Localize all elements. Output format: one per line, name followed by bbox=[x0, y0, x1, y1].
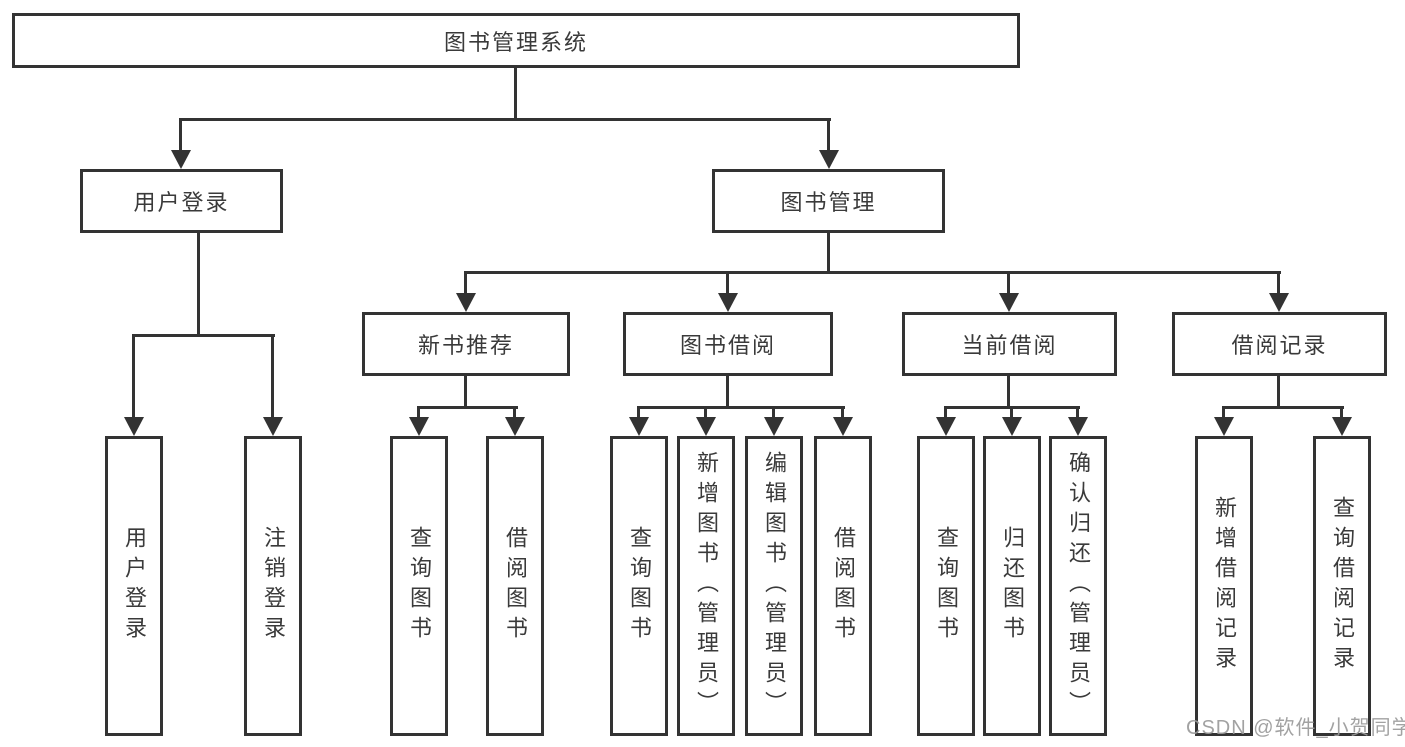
leaf-nb-borrow-book-label: 借阅图书 bbox=[503, 526, 528, 646]
leaf-bb-add-book-admin-label: 新增图书（管理员） bbox=[694, 451, 719, 721]
node-root: 图书管理系统 bbox=[12, 13, 1020, 68]
connector-vline bbox=[197, 231, 200, 336]
node-new-book-recommend: 新书推荐 bbox=[362, 312, 570, 376]
arrow-down-icon bbox=[764, 406, 784, 436]
arrow-down-icon bbox=[1068, 406, 1088, 436]
connector-vline bbox=[464, 374, 467, 408]
node-borrow-records: 借阅记录 bbox=[1172, 312, 1387, 376]
leaf-logout-login-label: 注销登录 bbox=[261, 526, 286, 646]
leaf-bb-query-book: 查询图书 bbox=[610, 436, 668, 736]
arrow-down-icon bbox=[999, 271, 1019, 312]
node-root-label: 图书管理系统 bbox=[443, 29, 588, 55]
leaf-bb-add-book-admin: 新增图书（管理员） bbox=[677, 436, 735, 736]
arrow-down-icon bbox=[833, 406, 853, 436]
leaf-cb-query-book: 查询图书 bbox=[917, 436, 975, 736]
arrow-down-icon bbox=[263, 334, 283, 436]
leaf-nb-query-book-label: 查询图书 bbox=[407, 526, 432, 646]
leaf-cb-query-book-label: 查询图书 bbox=[934, 526, 959, 646]
arrow-down-icon bbox=[936, 406, 956, 436]
leaf-br-query-record: 查询借阅记录 bbox=[1313, 436, 1371, 736]
leaf-br-add-record: 新增借阅记录 bbox=[1195, 436, 1253, 736]
arrow-down-icon bbox=[629, 406, 649, 436]
leaf-nb-borrow-book: 借阅图书 bbox=[486, 436, 544, 736]
node-borrow-records-label: 借阅记录 bbox=[1231, 333, 1328, 358]
node-book-management: 图书管理 bbox=[712, 169, 945, 233]
node-new-book-recommend-label: 新书推荐 bbox=[417, 333, 514, 358]
leaf-cb-return-book: 归还图书 bbox=[983, 436, 1041, 736]
connector-vline bbox=[1007, 374, 1010, 408]
node-current-borrow-label: 当前借阅 bbox=[961, 333, 1058, 358]
leaf-user-login: 用户登录 bbox=[105, 436, 163, 736]
connector-hline bbox=[180, 118, 831, 121]
node-user-login-label: 用户登录 bbox=[133, 190, 230, 215]
arrow-down-icon bbox=[1269, 271, 1289, 312]
leaf-bb-edit-book-admin-label: 编辑图书（管理员） bbox=[762, 451, 787, 721]
connector-vline bbox=[514, 66, 517, 120]
leaf-br-query-record-label: 查询借阅记录 bbox=[1330, 496, 1355, 676]
arrow-down-icon bbox=[1332, 406, 1352, 436]
leaf-bb-edit-book-admin: 编辑图书（管理员） bbox=[745, 436, 803, 736]
arrow-down-icon bbox=[456, 271, 476, 312]
leaf-bb-borrow-book-label: 借阅图书 bbox=[831, 526, 856, 646]
connector-hline bbox=[464, 271, 1281, 274]
node-current-borrow: 当前借阅 bbox=[902, 312, 1117, 376]
arrow-down-icon bbox=[718, 271, 738, 312]
arrow-down-icon bbox=[696, 406, 716, 436]
leaf-cb-return-book-label: 归还图书 bbox=[1000, 526, 1025, 646]
node-book-management-label: 图书管理 bbox=[780, 190, 877, 215]
connector-vline bbox=[827, 230, 830, 273]
leaf-cb-confirm-return-admin-label: 确认归还（管理员） bbox=[1066, 451, 1091, 721]
arrow-down-icon bbox=[505, 406, 525, 436]
connector-vline bbox=[726, 374, 729, 408]
node-user-login: 用户登录 bbox=[80, 169, 283, 233]
leaf-cb-confirm-return-admin: 确认归还（管理员） bbox=[1049, 436, 1107, 736]
arrow-down-icon bbox=[819, 118, 839, 169]
leaf-logout-login: 注销登录 bbox=[244, 436, 302, 736]
connector-hline bbox=[133, 334, 275, 337]
connector-vline bbox=[1277, 374, 1280, 408]
leaf-br-add-record-label: 新增借阅记录 bbox=[1212, 496, 1237, 676]
arrow-down-icon bbox=[1002, 406, 1022, 436]
arrow-down-icon bbox=[171, 118, 191, 169]
leaf-nb-query-book: 查询图书 bbox=[390, 436, 448, 736]
node-book-borrow: 图书借阅 bbox=[623, 312, 833, 376]
arrow-down-icon bbox=[409, 406, 429, 436]
leaf-bb-borrow-book: 借阅图书 bbox=[814, 436, 872, 736]
connector-hline bbox=[417, 406, 518, 409]
leaf-user-login-label: 用户登录 bbox=[122, 526, 147, 646]
leaf-bb-query-book-label: 查询图书 bbox=[627, 526, 652, 646]
connector-hline bbox=[637, 406, 845, 409]
arrow-down-icon bbox=[1214, 406, 1234, 436]
node-book-borrow-label: 图书借阅 bbox=[679, 333, 776, 358]
connector-hline bbox=[1222, 406, 1344, 409]
arrow-down-icon bbox=[124, 334, 144, 436]
